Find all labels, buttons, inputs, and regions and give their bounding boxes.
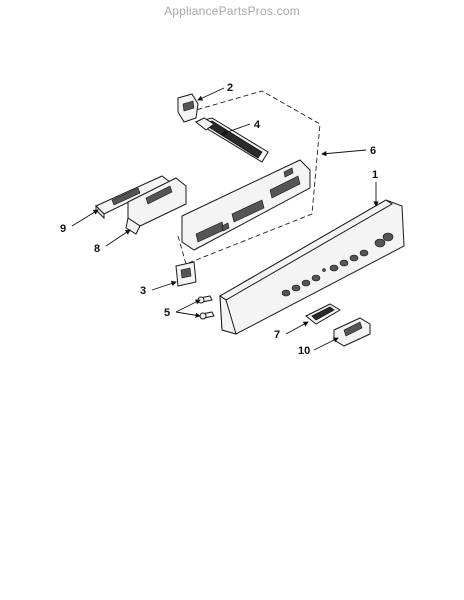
- part-2-clip: [177, 93, 199, 123]
- leader-6: [321, 149, 367, 157]
- part-9-circuit-board: [95, 175, 171, 220]
- callout-2: 2: [227, 82, 233, 94]
- leader-7: [285, 321, 309, 335]
- leader-9: [71, 209, 99, 227]
- part-1-console-panel: [219, 199, 405, 335]
- leader-5a: [175, 299, 201, 313]
- part-4-ribbon-connector: [194, 117, 269, 163]
- part-7-latch: [305, 303, 341, 325]
- part-10-bracket: [333, 317, 371, 347]
- callout-1: 1: [372, 169, 378, 181]
- callout-10: 10: [298, 345, 310, 357]
- assembly-boundary: [177, 90, 321, 265]
- callout-4: 4: [254, 119, 261, 131]
- callout-5: 5: [164, 307, 170, 319]
- leader-8: [105, 229, 131, 247]
- watermark: AppliancePartsPros.com: [164, 4, 300, 18]
- part-3-pad: [175, 261, 197, 287]
- callout-7: 7: [274, 329, 280, 341]
- callout-6: 6: [370, 145, 376, 157]
- leader-3: [151, 280, 177, 291]
- callout-3: 3: [140, 285, 146, 297]
- callout-8: 8: [94, 243, 100, 255]
- part-6-control-board: [181, 159, 311, 251]
- part-5-screws: [197, 295, 215, 320]
- leader-5b: [175, 311, 201, 318]
- callout-9: 9: [60, 223, 66, 235]
- leader-4: [221, 123, 251, 136]
- part-8-housing: [125, 177, 187, 235]
- leader-10: [313, 337, 339, 351]
- console-buttons: [281, 232, 394, 297]
- leader-2: [197, 87, 225, 101]
